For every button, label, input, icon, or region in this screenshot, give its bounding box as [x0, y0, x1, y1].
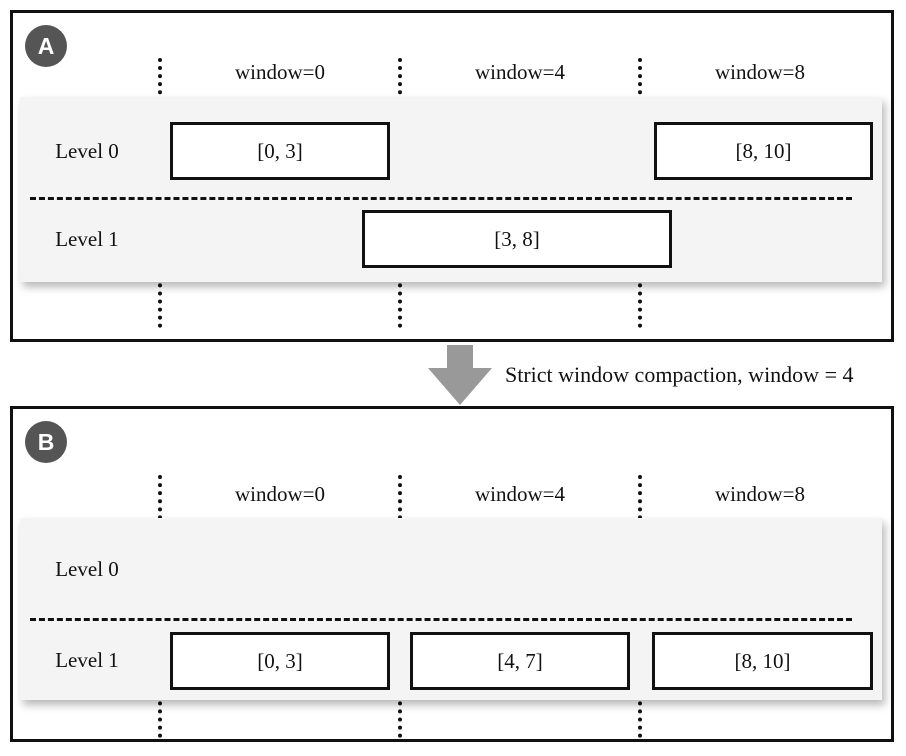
window-label: window=0 [234, 60, 325, 84]
window-label: window=8 [714, 60, 805, 84]
level-divider-line [30, 197, 852, 200]
panel-b-badge: B [25, 421, 67, 463]
window-label: window=8 [714, 482, 805, 506]
panel-a-badge: A [25, 25, 67, 67]
level-1-label: Level 1 [55, 227, 119, 251]
level-divider-line [30, 618, 852, 621]
panel-b: B window=0 window=4 window=8 Level 0 Lev… [10, 406, 894, 742]
range-box: [4, 7] [410, 632, 630, 690]
range-box: [3, 8] [362, 210, 672, 268]
range-box: [8, 10] [654, 122, 873, 180]
range-box: [8, 10] [652, 632, 873, 690]
panel-a: A window=0 window=4 window=8 Level 0 Lev… [10, 10, 894, 342]
window-label: window=0 [234, 482, 325, 506]
range-box: [0, 3] [170, 632, 390, 690]
transition-row: Strict window compaction, window = 4 [0, 342, 906, 406]
range-box: [0, 3] [170, 122, 390, 180]
window-label: window=4 [474, 60, 565, 84]
level-0-label: Level 0 [55, 139, 119, 163]
transition-caption: Strict window compaction, window = 4 [505, 362, 854, 387]
level-1-label: Level 1 [55, 648, 119, 672]
level-0-label: Level 0 [55, 557, 119, 581]
window-label: window=4 [474, 482, 565, 506]
